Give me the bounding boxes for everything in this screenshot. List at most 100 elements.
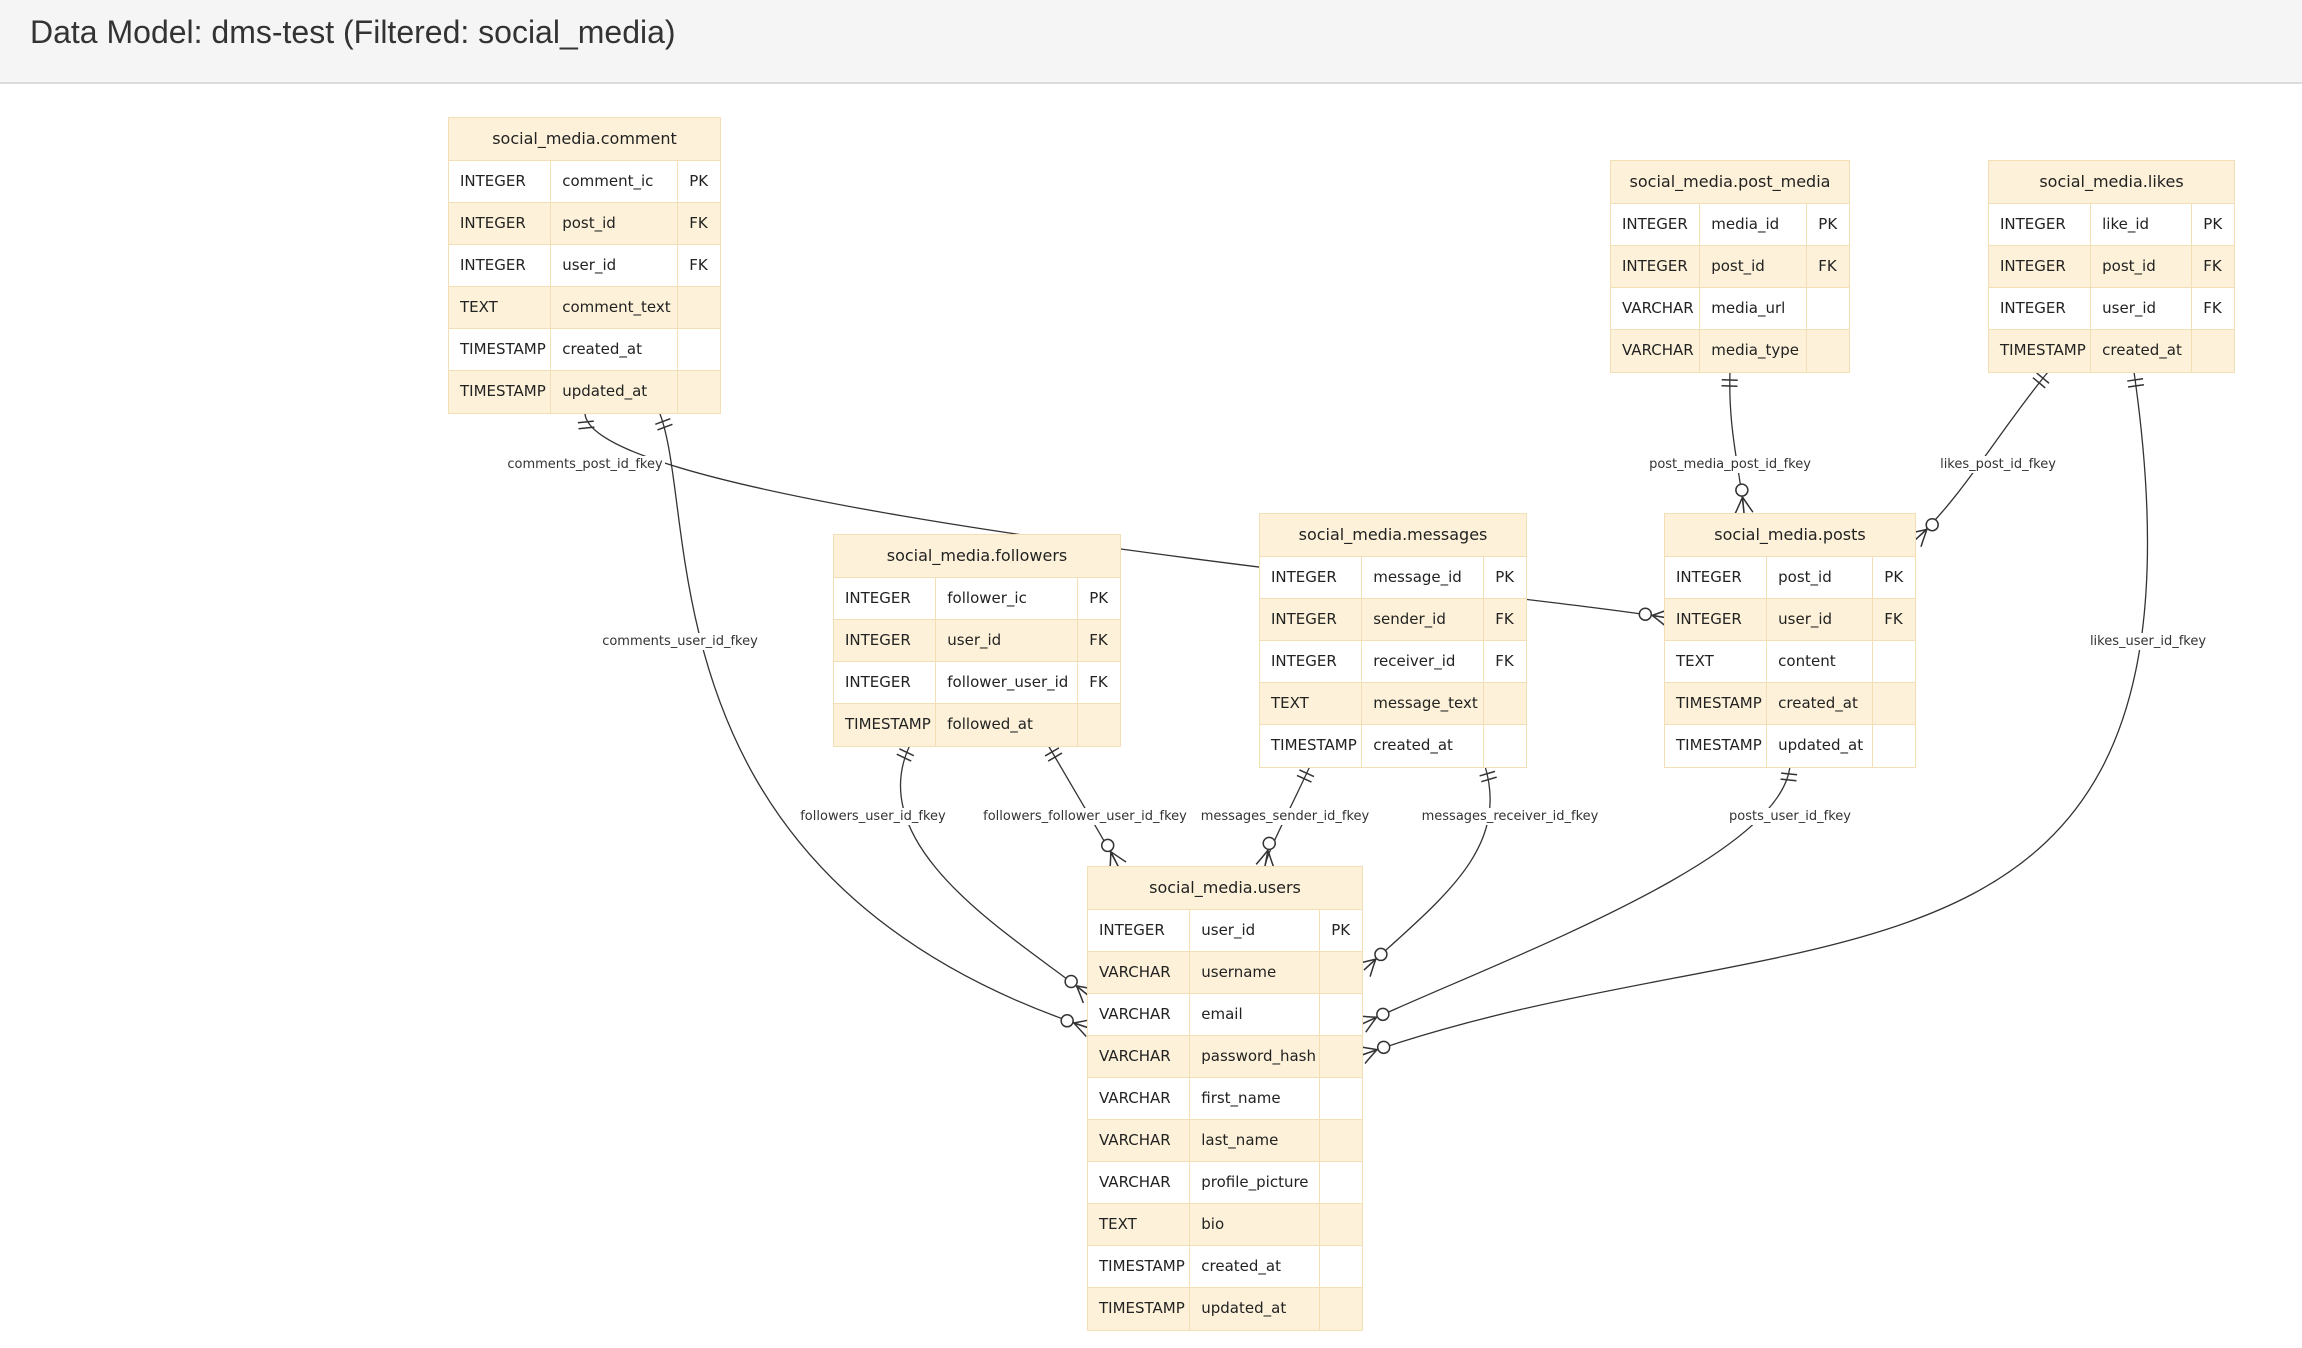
attribute-key: PK: [1495, 568, 1515, 586]
attribute-name: bio: [1190, 1204, 1321, 1245]
crowfoot-many-marker: [1255, 849, 1269, 865]
optional-zero-marker: [1925, 517, 1939, 532]
attribute-key: [1873, 725, 1915, 767]
mandatory-one-marker: [1780, 778, 1797, 782]
relationship-label: posts_user_id_fkey: [1729, 809, 1851, 824]
attribute-name: updated_at: [1190, 1288, 1321, 1330]
attribute-name: user_id: [551, 245, 679, 286]
attribute-type: VARCHAR: [1611, 330, 1701, 372]
crowfoot-many-marker: [1365, 1016, 1378, 1033]
relationship-label: messages_sender_id_fkey: [1201, 809, 1370, 824]
crowfoot-many-marker: [1369, 958, 1377, 977]
attribute-type: INTEGER: [1260, 557, 1363, 598]
mandatory-one-marker: [1781, 772, 1798, 776]
optional-zero-marker: [1060, 1014, 1074, 1028]
attribute-type: VARCHAR: [1088, 1036, 1191, 1077]
attribute-key: [1320, 1078, 1362, 1119]
optional-zero-marker: [1376, 1040, 1391, 1055]
attribute-key: PK: [1884, 568, 1904, 586]
attribute-key: PK: [689, 172, 709, 190]
attribute-type: TEXT: [1088, 1204, 1191, 1245]
attribute-type: INTEGER: [1665, 599, 1768, 640]
attribute-type: INTEGER: [1989, 246, 2092, 287]
mandatory-one-marker: [1481, 776, 1497, 783]
attribute-name: username: [1190, 952, 1321, 993]
relationship-label-background: [1938, 456, 2059, 473]
attribute-key: [1873, 641, 1915, 682]
relationship-line: [1361, 371, 2149, 1056]
attribute-name: user_id: [2091, 288, 2193, 329]
crowfoot-many-marker: [1110, 851, 1127, 863]
attribute-name: media_type: [1700, 330, 1808, 372]
relationship-label: messages_receiver_id_fkey: [1422, 809, 1599, 824]
crowfoot-many-marker: [1734, 496, 1744, 515]
attribute-key: PK: [1331, 921, 1351, 939]
page-title: Data Model: dms-test (Filtered: social_m…: [30, 14, 676, 50]
mandatory-one-marker: [577, 420, 594, 424]
optional-zero-marker: [1064, 974, 1078, 989]
attribute-name: post_id: [1700, 246, 1808, 287]
attribute-type: TEXT: [1260, 683, 1363, 724]
attribute-type: INTEGER: [1611, 246, 1701, 287]
mandatory-one-marker: [1299, 769, 1315, 778]
mandatory-one-marker: [1296, 774, 1312, 783]
relationship-label: post_media_post_id_fkey: [1649, 457, 1811, 472]
attribute-type: INTEGER: [449, 245, 552, 286]
attribute-type: TIMESTAMP: [1088, 1246, 1191, 1287]
attribute-type: TEXT: [1665, 641, 1768, 682]
attribute-key: FK: [1089, 673, 1108, 691]
attribute-name: comment_text: [551, 287, 679, 328]
attribute-key: FK: [1089, 631, 1108, 649]
relationship-label-background: [2087, 633, 2209, 650]
mandatory-one-marker: [899, 748, 915, 757]
attribute-key: FK: [1495, 652, 1514, 670]
mandatory-one-marker: [2036, 372, 2050, 384]
optional-zero-marker: [1376, 1007, 1390, 1022]
relationship-line: [900, 744, 1090, 997]
relationship-label-background: [981, 808, 1190, 825]
page-header: Data Model: dms-test (Filtered: social_m…: [0, 0, 2302, 84]
attribute-type: INTEGER: [1088, 910, 1191, 951]
attribute-key: FK: [689, 256, 708, 274]
relationship-post-media-post-id: post_media_post_id_fkey: [1647, 371, 1814, 515]
attribute-name: user_id: [1767, 599, 1874, 640]
attribute-name: created_at: [1362, 725, 1485, 767]
attribute-name: followed_at: [936, 704, 1079, 746]
attribute-name: user_id: [1190, 910, 1321, 951]
attribute-key: [1807, 288, 1849, 329]
mandatory-one-marker: [1047, 752, 1063, 762]
attribute-name: media_id: [1700, 204, 1808, 245]
attribute-name: user_id: [936, 620, 1079, 661]
attribute-key: [1320, 1288, 1362, 1330]
crowfoot-many-marker: [1364, 1049, 1378, 1064]
attribute-type: TIMESTAMP: [1260, 725, 1363, 767]
relationship-comments-user-id: comments_user_id_fkey: [600, 413, 1092, 1038]
attribute-key: FK: [1884, 610, 1903, 628]
attribute-key: [1320, 1036, 1362, 1077]
attribute-type: TIMESTAMP: [449, 371, 552, 413]
relationship-label: followers_follower_user_id_fkey: [983, 809, 1187, 824]
attribute-type: VARCHAR: [1088, 994, 1191, 1035]
attribute-type: TIMESTAMP: [1665, 725, 1768, 767]
relationship-label: comments_post_id_fkey: [507, 457, 663, 472]
optional-zero-marker: [1262, 836, 1276, 851]
attribute-key: [1320, 994, 1362, 1035]
attribute-key: FK: [1818, 257, 1837, 275]
